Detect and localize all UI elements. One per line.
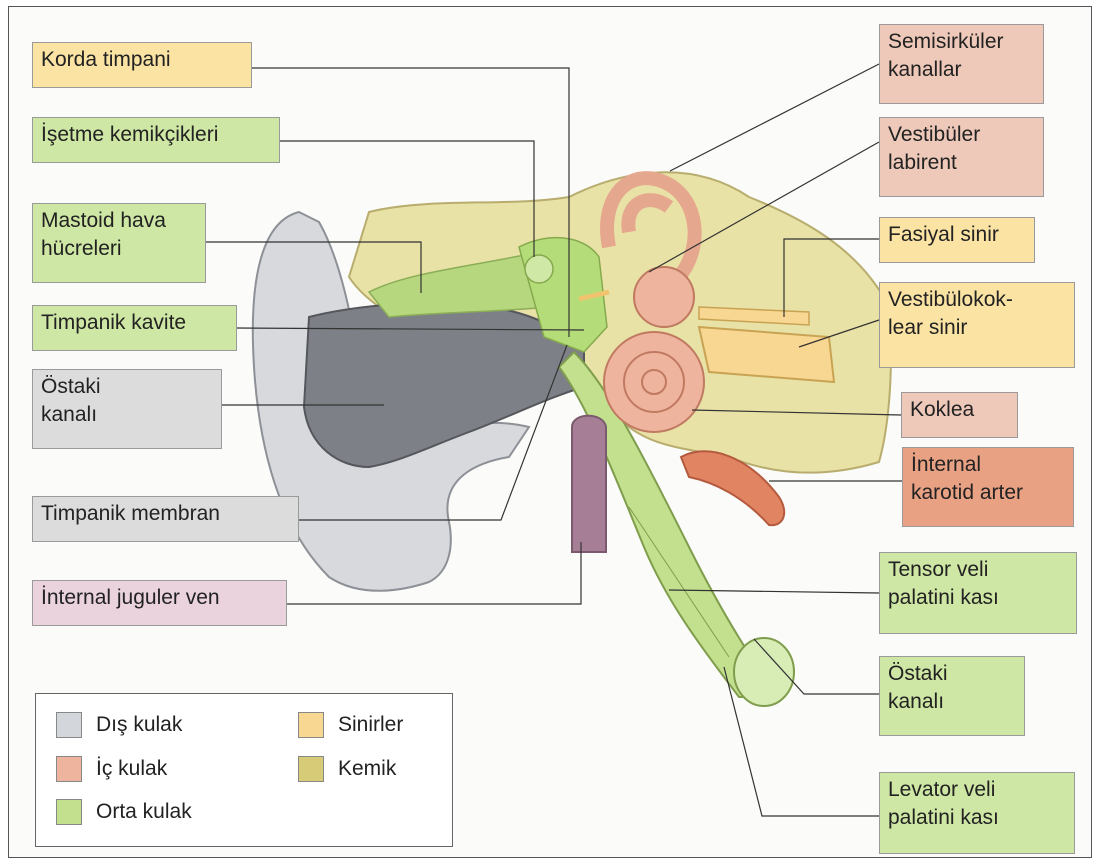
label-fasiyal-sinir: Fasiyal sinir (879, 217, 1035, 263)
legend-item-sinirler: Sinirler (298, 712, 403, 738)
label-ostaki-kanali-left: Östaki kanalı (32, 369, 222, 449)
label-timpanik-membran: Timpanik membran (32, 496, 299, 542)
label-vestibulokoklear-sinir: Vestibülokok- lear sinir (879, 282, 1075, 368)
label-ostaki-kanali-right: Östaki kanalı (879, 656, 1025, 736)
swatch-bone (298, 756, 324, 782)
label-vestibuler-labirent: Vestibüler labirent (879, 117, 1044, 197)
label-timpanik-kavite: Timpanik kavite (32, 305, 237, 351)
label-semisirkuler-kanallar: Semisirküler kanallar (879, 24, 1044, 104)
cochlea-shape (604, 332, 704, 432)
label-koklea: Koklea (901, 392, 1018, 438)
legend-label: Sinirler (338, 713, 403, 737)
swatch-outer-ear (56, 712, 82, 738)
swatch-middle-ear (56, 799, 82, 825)
legend-label: Dış kulak (96, 713, 182, 737)
label-korda-timpani: Korda timpani (32, 42, 252, 88)
legend: Dış kulak İç kulak Orta kulak Sinirler K… (35, 693, 453, 847)
legend-item-ic-kulak: İç kulak (56, 756, 167, 782)
legend-label: İç kulak (96, 757, 167, 781)
legend-label: Orta kulak (96, 800, 192, 824)
label-internal-juguler-ven: İnternal juguler ven (32, 580, 287, 626)
vestibulocochlear-nerve (699, 327, 834, 382)
legend-item-kemik: Kemik (298, 756, 396, 782)
label-levator-veli-palatini: Levator veli palatini kası (879, 772, 1075, 854)
swatch-inner-ear (56, 756, 82, 782)
internal-jugular-vein (572, 416, 606, 552)
label-tensor-veli-palatini: Tensor veli palatini kası (879, 552, 1077, 634)
legend-item-orta-kulak: Orta kulak (56, 799, 192, 825)
label-mastoid-hava-hucreleri: Mastoid hava hücreleri (32, 203, 206, 283)
swatch-nerves (298, 712, 324, 738)
label-isetme-kemikcikleri: İşetme kemikçikleri (32, 117, 280, 163)
diagram-frame: Korda timpani İşetme kemikçikleri Mastoi… (8, 6, 1092, 858)
legend-label: Kemik (338, 757, 396, 781)
label-internal-karotid-arter: İnternal karotid arter (902, 447, 1074, 527)
legend-item-dis-kulak: Dış kulak (56, 712, 182, 738)
